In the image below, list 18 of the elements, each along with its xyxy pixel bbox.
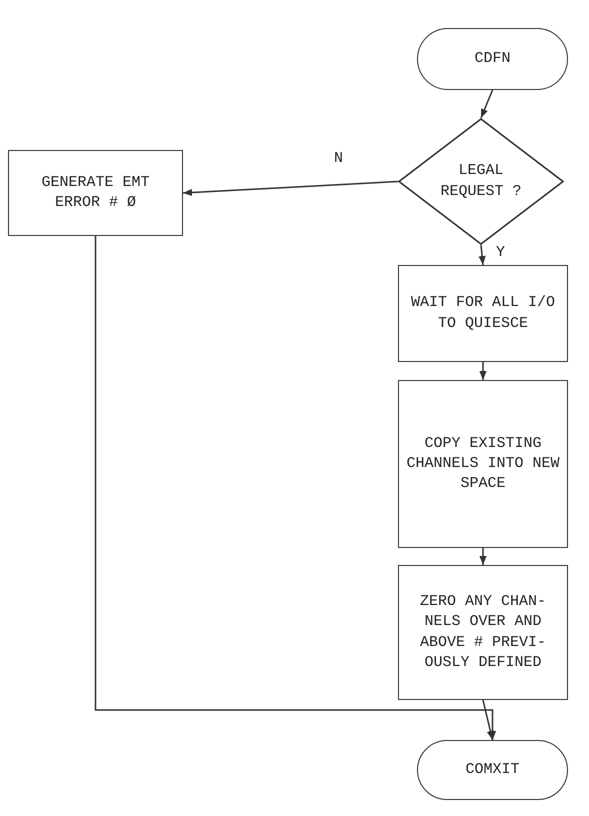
arrow bbox=[479, 548, 487, 565]
process-box bbox=[8, 150, 183, 236]
process-box bbox=[398, 565, 568, 700]
node-label: ZERO ANY CHAN- NELS OVER AND ABOVE # PREVI- OUSLY DEFINED bbox=[418, 592, 548, 673]
arrow bbox=[478, 244, 486, 266]
node-label: CDFN bbox=[473, 48, 512, 69]
arrow bbox=[479, 362, 487, 380]
arrow bbox=[480, 90, 494, 118]
node-label: WAIT FOR ALL I/O TO QUIESCE bbox=[410, 293, 556, 334]
arrow bbox=[94, 236, 496, 740]
node-label: COMXIT bbox=[464, 760, 520, 780]
process-box bbox=[398, 265, 568, 362]
node-label: COPY EXISTING CHANNELS INTO NEW SPACE bbox=[405, 434, 561, 494]
arrow bbox=[482, 700, 494, 740]
process-box bbox=[398, 380, 568, 548]
node-label: GENERATE EMT ERROR # Ø bbox=[40, 172, 151, 213]
arrow bbox=[182, 180, 398, 196]
node-label: LEGAL REQUEST ? bbox=[439, 161, 522, 202]
